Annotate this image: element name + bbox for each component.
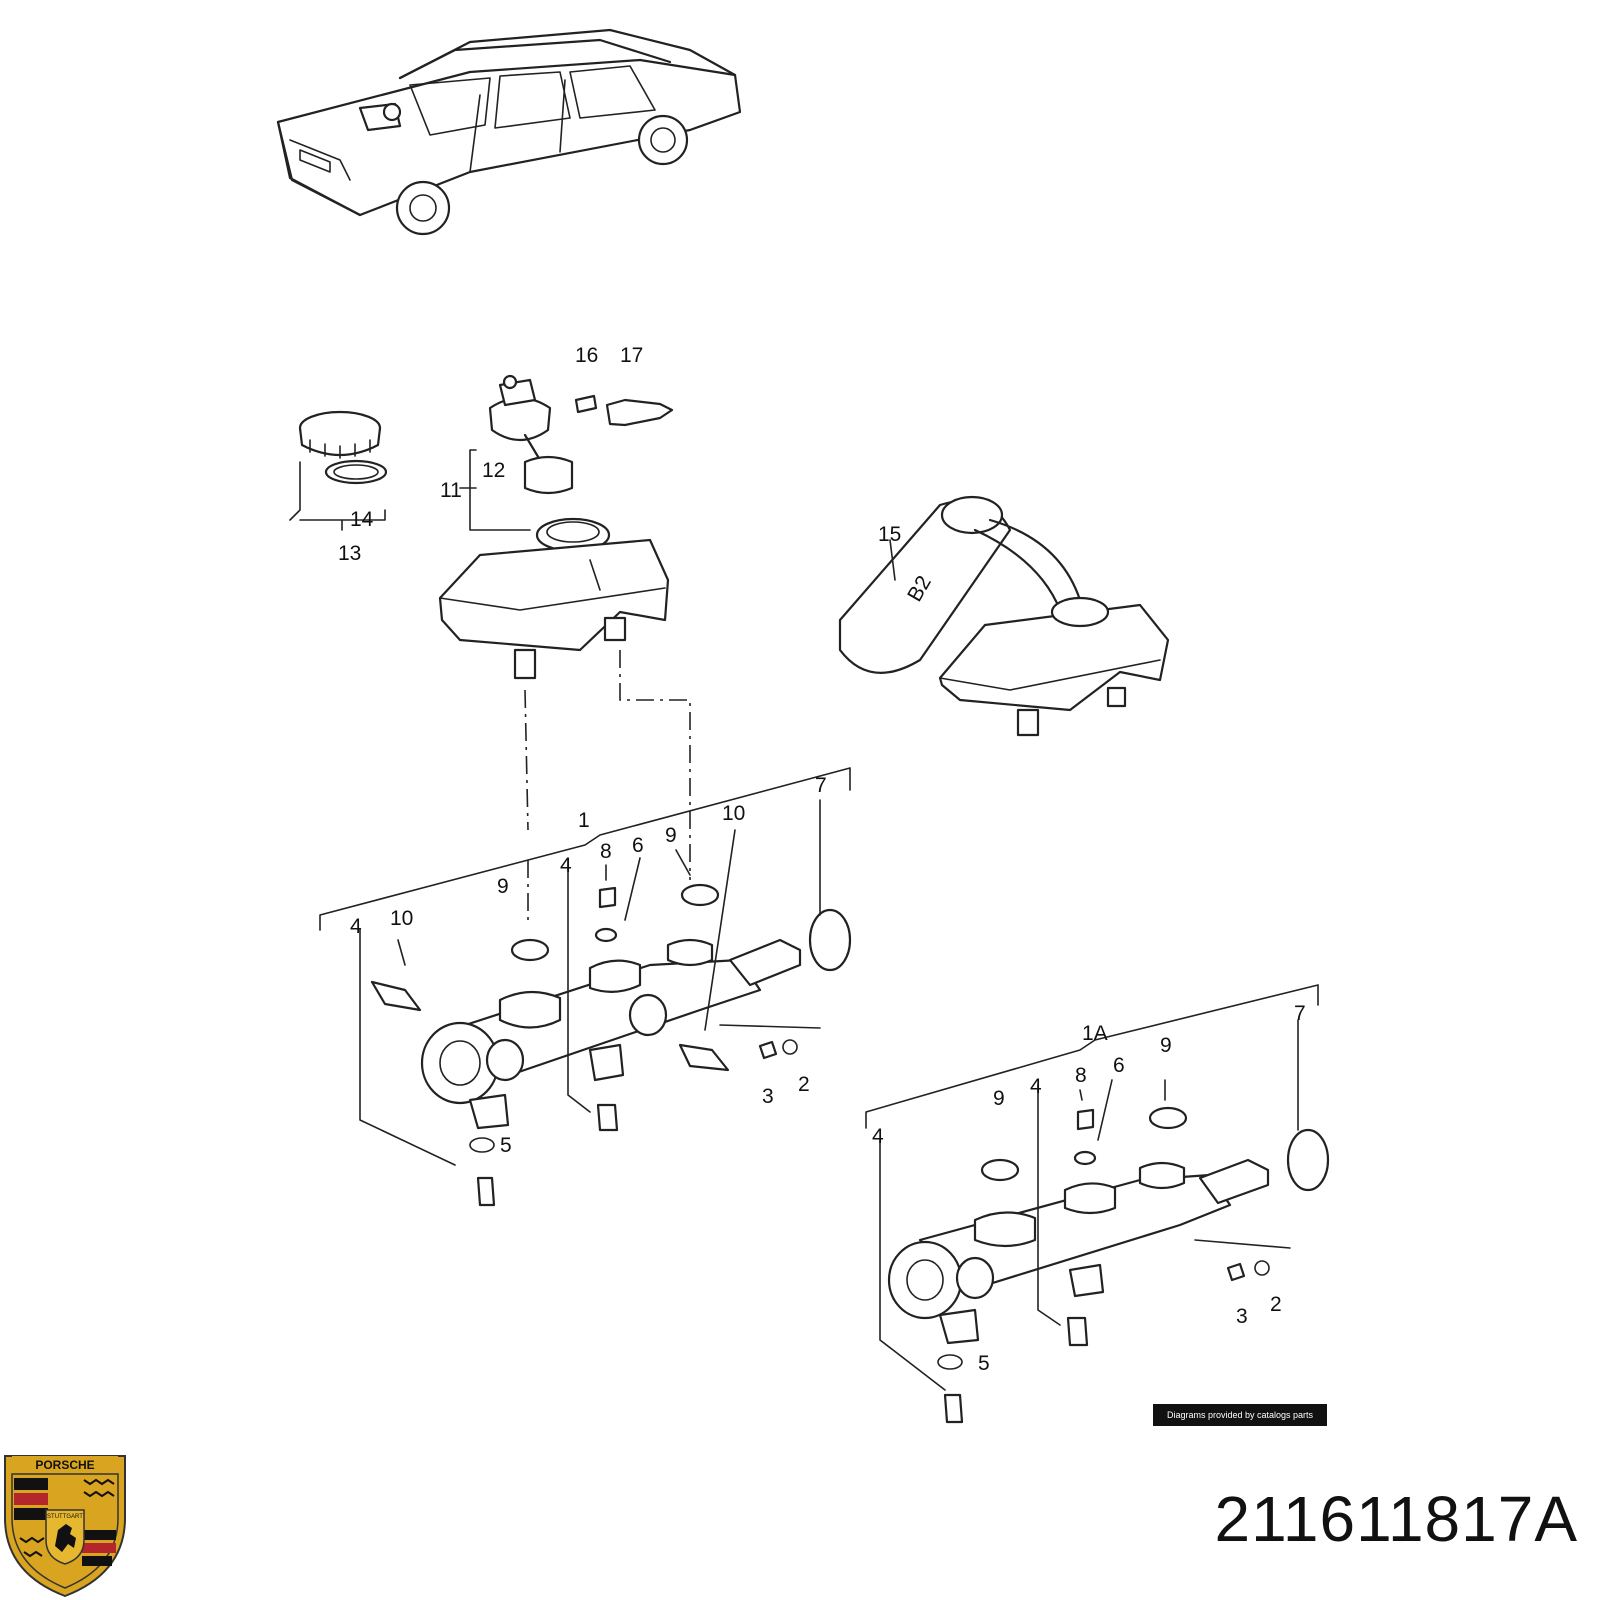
callout-8: 8	[600, 840, 612, 863]
reservoir-cap-11	[459, 374, 674, 531]
callout-1: 1	[578, 809, 590, 832]
callout-7: 7	[815, 774, 827, 797]
reservoir-with-bottle: B2	[838, 495, 1170, 737]
callout-4: 4	[1030, 1075, 1042, 1098]
svg-text:STUTTGART: STUTTGART	[47, 1514, 83, 1520]
callout-3: 3	[1236, 1305, 1248, 1328]
callout-10: 10	[722, 802, 745, 825]
callout-14: 14	[350, 508, 374, 531]
master-cylinder-1a	[865, 984, 1330, 1424]
callout-7: 7	[1294, 1002, 1306, 1025]
callout-9: 9	[497, 875, 509, 898]
callout-15: 15	[878, 523, 901, 546]
callout-4: 4	[872, 1125, 884, 1148]
car-illustration	[276, 28, 742, 236]
callout-9: 9	[665, 824, 677, 847]
callout-9: 9	[1160, 1034, 1172, 1057]
callout-2: 2	[798, 1073, 810, 1096]
brake-fluid-reservoir	[438, 517, 670, 680]
diagram-credit: Diagrams provided by catalogs parts	[1153, 1404, 1327, 1426]
callout-11: 11	[440, 479, 462, 502]
callout-17: 17	[620, 344, 643, 367]
callout-4: 4	[560, 854, 572, 877]
callout-6: 6	[1113, 1054, 1125, 1077]
svg-text:PORSCHE: PORSCHE	[35, 1458, 94, 1472]
callout-16: 16	[575, 344, 598, 367]
callout-2: 2	[1270, 1293, 1282, 1316]
callout-10: 10	[390, 907, 413, 930]
callout-12: 12	[482, 459, 505, 482]
callout-13: 13	[338, 542, 361, 565]
callout-9: 9	[993, 1087, 1005, 1110]
callout-3: 3	[762, 1085, 774, 1108]
callout-5: 5	[978, 1352, 990, 1375]
porsche-crest-logo: PORSCHE STUTTGART	[4, 1455, 126, 1598]
master-cylinder-1	[319, 767, 852, 1207]
callout-labels: 16 17 12 11 14 13 15 7 10 1 8 6 9 4 9 10…	[338, 344, 1306, 1375]
callout-4: 4	[350, 915, 362, 938]
leader-lines	[524, 650, 691, 920]
callout-1a: 1A	[1082, 1022, 1108, 1045]
part-number: 211611817A	[1214, 1483, 1578, 1555]
callout-5: 5	[500, 1134, 512, 1157]
callout-8: 8	[1075, 1064, 1087, 1087]
reservoir-cap-13	[289, 410, 388, 531]
callout-6: 6	[632, 834, 644, 857]
